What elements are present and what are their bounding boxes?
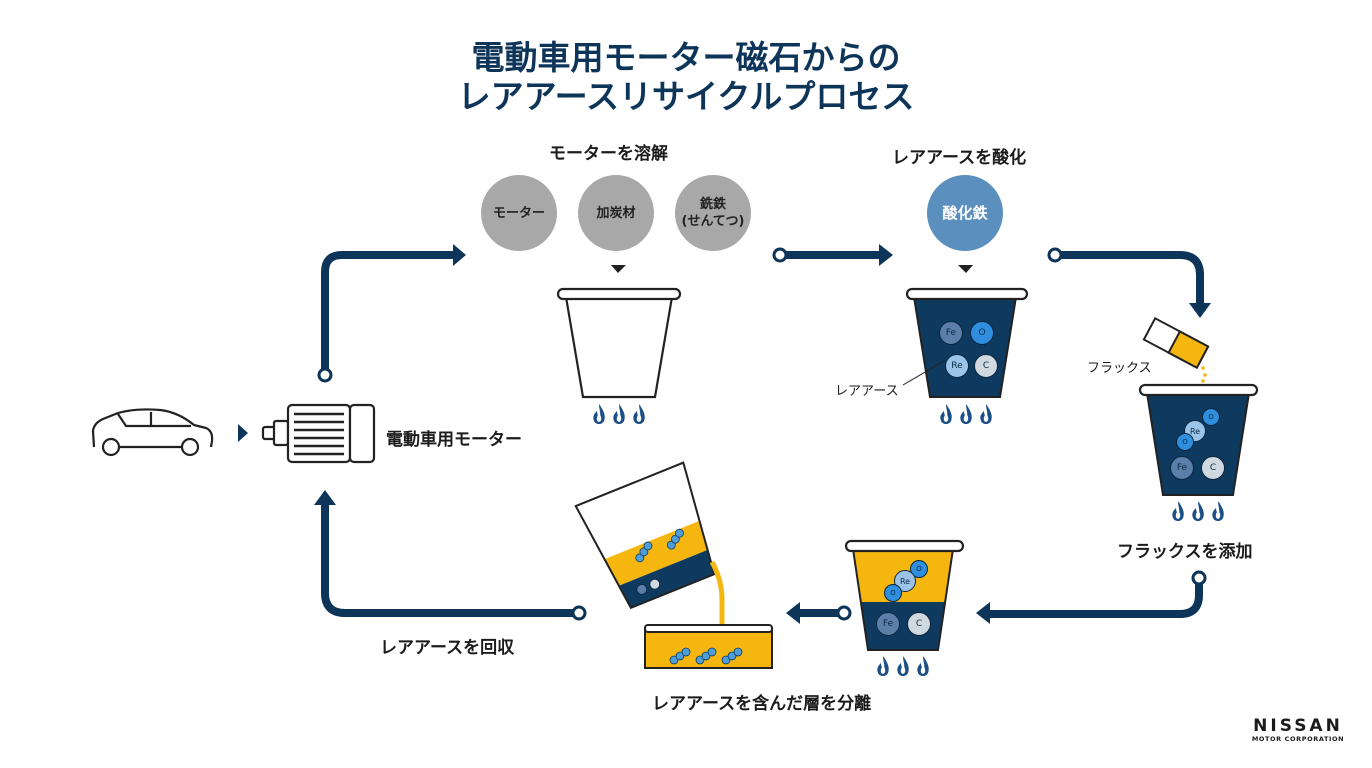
flux-label: フラックス: [1087, 361, 1152, 376]
input-carbon-circle: 加炭材: [578, 175, 654, 251]
brand-subtitle: MOTOR CORPORATION: [1251, 735, 1345, 743]
input-pointer: [958, 265, 973, 273]
crucible-flux: [1138, 383, 1259, 521]
arrow-head: [976, 602, 990, 624]
flame-icon: [877, 656, 889, 676]
title-line-1: 電動車用モーター磁石からの: [471, 38, 901, 77]
motor-label: 電動車用モーター: [386, 430, 522, 450]
arrow-head: [238, 424, 248, 442]
flame-icon: [1172, 501, 1184, 521]
element-fe-1: Fe: [939, 321, 963, 345]
element-fe-3: Fe: [876, 612, 900, 636]
arrow-head: [453, 244, 466, 266]
input-pig-iron-circle: 銑鉄 (せんてつ): [675, 175, 751, 251]
flame-icon: [897, 656, 909, 676]
arrow-head: [879, 244, 893, 266]
car-icon: [91, 408, 214, 457]
arrow-head: [1189, 303, 1211, 318]
flame-icon: [633, 404, 645, 424]
rare-earth-label: レアアース: [835, 384, 899, 399]
crucible-separate: [844, 539, 965, 676]
title-line-2: レアアースリサイクルプロセス: [457, 77, 915, 116]
flux-container-icon: [1142, 316, 1210, 395]
element-re-1: Re: [945, 354, 969, 378]
element-o-3: O: [1176, 433, 1194, 451]
arrow-start-dot: [571, 605, 587, 621]
arrow-start-dot: [317, 367, 333, 383]
element-c-2: C: [1201, 456, 1225, 480]
element-c-1: C: [974, 354, 998, 378]
element-o-1: O: [970, 321, 994, 345]
input-pointer: [611, 265, 626, 273]
arrow-start-dot: [1191, 570, 1207, 586]
input-motor-circle: モーター: [481, 175, 557, 251]
crucible-melt: [556, 287, 682, 424]
brand-name: NISSAN: [1253, 716, 1343, 736]
diagram-title: 電動車用モーター磁石からの レアアースリサイクルプロセス: [0, 38, 1372, 116]
input-iron-oxide-circle: 酸化鉄: [927, 175, 1003, 251]
arrow-heads: [238, 244, 1211, 624]
flame-icon: [960, 404, 972, 424]
element-o-2: O: [1202, 408, 1220, 426]
step-flux-label: フラックスを添加: [1117, 542, 1253, 562]
arrow-start-dots: [317, 247, 1207, 621]
element-c-3: C: [907, 612, 931, 636]
flame-icon: [593, 404, 605, 424]
step-dissolve-label: モーターを溶解: [549, 144, 668, 164]
flame-icon: [917, 656, 929, 676]
arrow-start-dot: [1047, 247, 1063, 263]
step-recover-label: レアアースを回収: [380, 638, 515, 658]
arrow-start-dot: [772, 247, 788, 263]
flame-icon: [1212, 501, 1224, 521]
arrow-recover-to-motor: [321, 505, 576, 617]
element-fe-2: Fe: [1170, 456, 1194, 480]
flame-icon: [940, 404, 952, 424]
nissan-logo: NISSAN MOTOR CORPORATION: [1238, 716, 1358, 743]
arrow-motor-to-dissolve: [321, 251, 455, 373]
element-o-4: O: [910, 560, 928, 578]
flow-arrows: [321, 251, 1204, 618]
flame-icon: [980, 404, 992, 424]
arrow-start-dot: [836, 605, 852, 621]
step-separate-label: レアアースを含んだ層を分離: [652, 694, 872, 714]
element-o-5: O: [884, 584, 902, 602]
arrow-head: [314, 490, 336, 505]
arrow-flux-to-separate: [990, 580, 1203, 618]
arrow-head: [786, 602, 800, 624]
motor-icon: [261, 403, 376, 464]
crucible-pouring: [574, 461, 727, 640]
flame-icon: [1192, 501, 1204, 521]
arrow-oxidize-to-flux: [1061, 251, 1204, 303]
rare-earth-leader-line: [902, 360, 945, 386]
step-oxidize-label: レアアースを酸化: [892, 148, 1027, 168]
flame-icon: [613, 404, 625, 424]
collection-tray: [644, 624, 773, 669]
